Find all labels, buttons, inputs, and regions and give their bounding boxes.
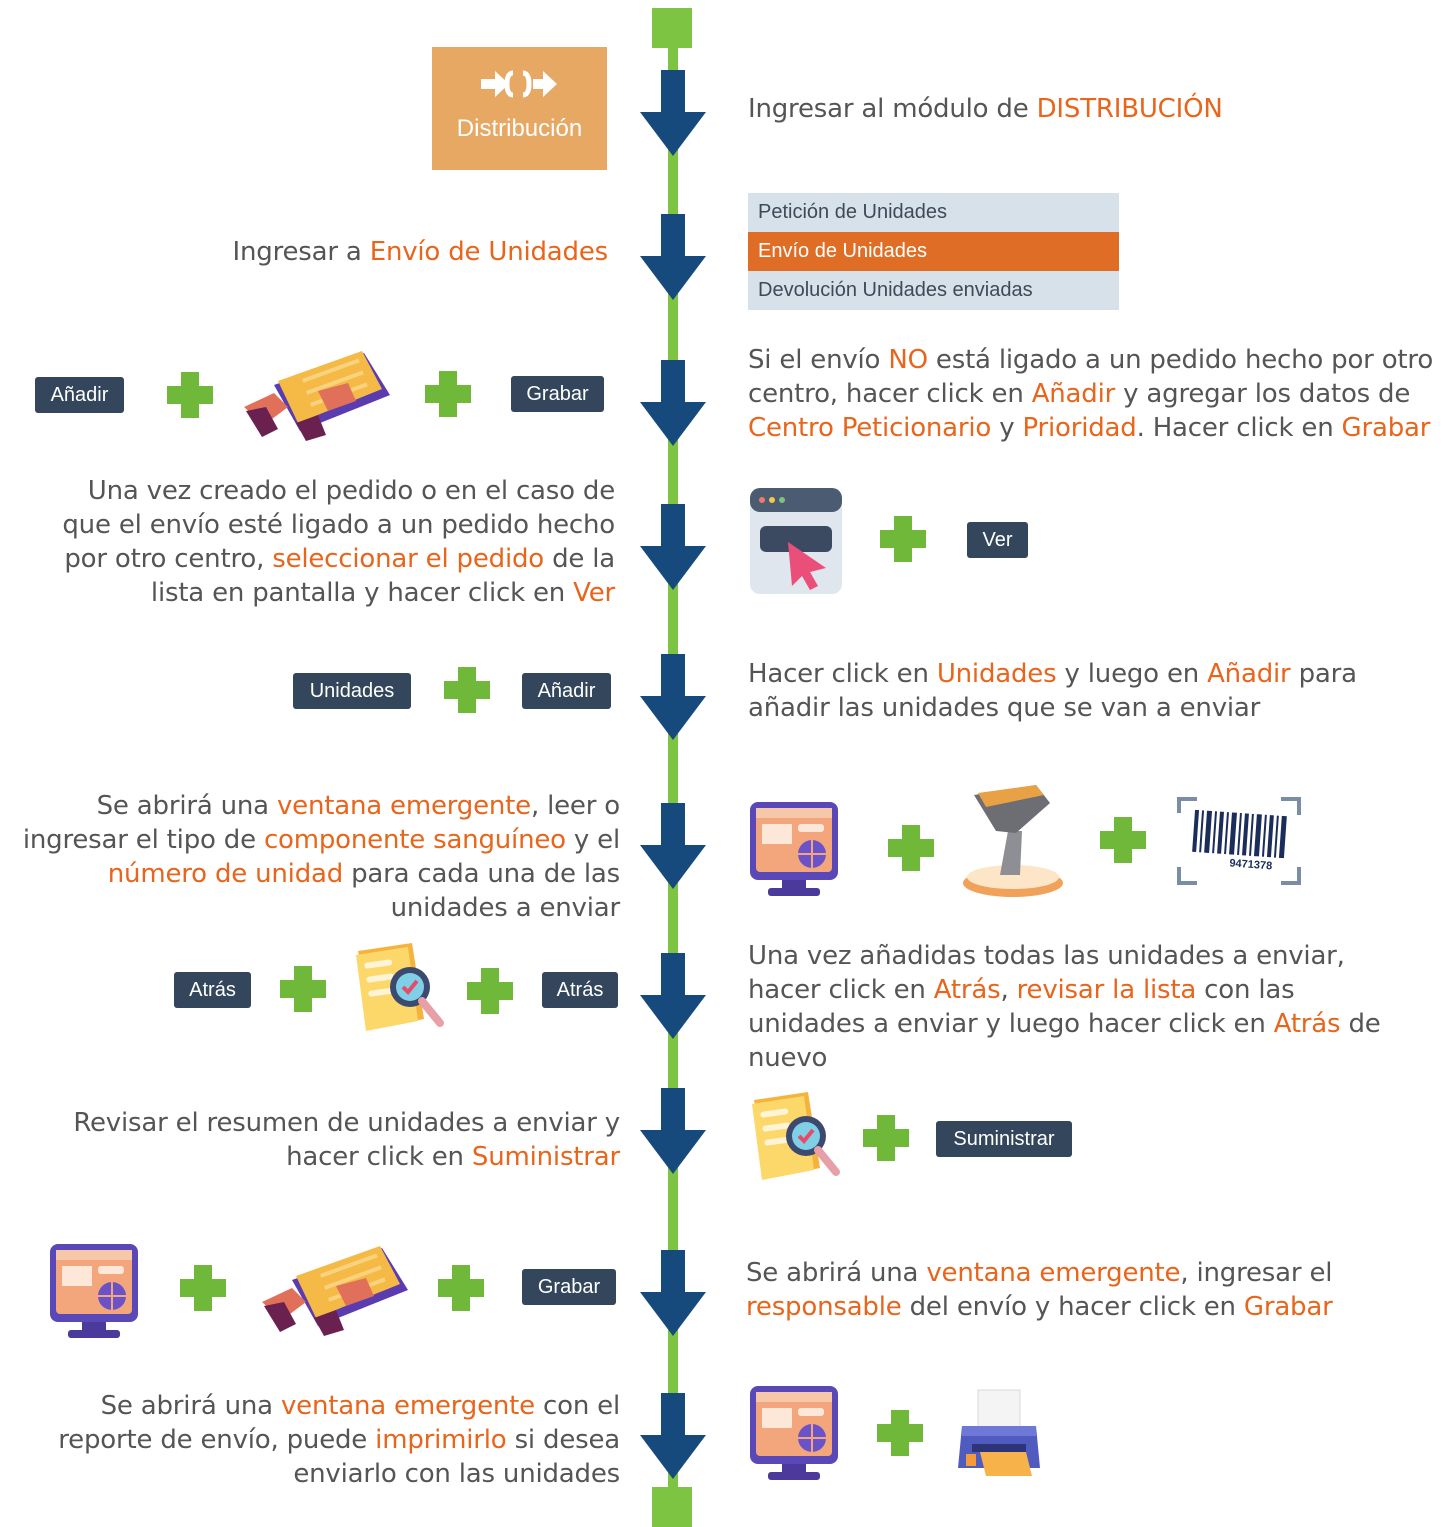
step-7-text: Una vez añadidas todas las unidades a en… bbox=[748, 941, 1381, 1073]
keyboard-typing-icon bbox=[244, 351, 390, 441]
step-9-text: Se abrirá una ventana emergente, ingresa… bbox=[746, 1258, 1333, 1322]
end-marker bbox=[652, 1487, 692, 1527]
grabar-button[interactable]: Grabar bbox=[522, 1269, 616, 1305]
plus-icon bbox=[467, 968, 513, 1014]
grabar-button[interactable]: Grabar bbox=[511, 376, 604, 412]
plus-icon bbox=[167, 372, 213, 418]
down-arrow-icon bbox=[640, 1250, 706, 1336]
suministrar-button[interactable]: Suministrar bbox=[936, 1121, 1072, 1157]
start-marker bbox=[652, 8, 692, 48]
barcode-number: 9471378 bbox=[1229, 857, 1273, 872]
anadir-button[interactable]: Añadir bbox=[522, 673, 611, 709]
step-6-text: Se abrirá una ventana emergente, leer o … bbox=[22, 791, 620, 923]
plus-icon bbox=[880, 516, 926, 562]
down-arrow-icon bbox=[640, 1088, 706, 1174]
step-1-text: Ingresar al módulo de DISTRIBUCIÓN bbox=[748, 94, 1223, 124]
timeline-line bbox=[668, 30, 678, 1505]
review-list-icon bbox=[752, 1092, 840, 1180]
menu-item-envio[interactable]: Envío de Unidades bbox=[748, 232, 1119, 271]
popup-window-icon bbox=[750, 802, 838, 896]
plus-icon bbox=[863, 1115, 909, 1161]
distribution-module-tile[interactable]: Distribución bbox=[432, 47, 607, 170]
menu-item-peticion[interactable]: Petición de Unidades bbox=[748, 193, 1119, 232]
popup-window-icon bbox=[50, 1244, 138, 1338]
keyboard-typing-icon bbox=[262, 1246, 408, 1336]
step-5-text: Hacer click en Unidades y luego en Añadi… bbox=[748, 659, 1357, 723]
down-arrow-icon bbox=[640, 504, 706, 590]
plus-icon bbox=[877, 1410, 923, 1456]
plus-icon bbox=[888, 825, 934, 871]
plus-icon bbox=[425, 371, 471, 417]
plus-icon bbox=[180, 1265, 226, 1311]
module-tile-label: Distribución bbox=[456, 115, 583, 142]
atras-button[interactable]: Atrás bbox=[174, 972, 251, 1008]
step-10-text: Se abrirá una ventana emergente con el r… bbox=[58, 1391, 620, 1489]
ver-button[interactable]: Ver bbox=[967, 522, 1028, 558]
unidades-button[interactable]: Unidades bbox=[293, 673, 411, 709]
plus-icon bbox=[1100, 817, 1146, 863]
popup-window-icon bbox=[750, 1386, 838, 1480]
review-list-icon bbox=[356, 943, 444, 1031]
barcode-icon: 9471378 bbox=[1177, 797, 1301, 885]
step-3-text: Si el envío NO está ligado a un pedido h… bbox=[748, 345, 1434, 443]
down-arrow-icon bbox=[640, 1393, 706, 1479]
plus-icon bbox=[438, 1265, 484, 1311]
step-2-text: Ingresar a Envío de Unidades bbox=[232, 237, 609, 267]
down-arrow-icon bbox=[640, 803, 706, 889]
down-arrow-icon bbox=[640, 953, 706, 1039]
plus-icon bbox=[444, 667, 490, 713]
step-8-text: Revisar el resumen de unidades a enviar … bbox=[73, 1108, 620, 1172]
merge-arrows-icon bbox=[481, 70, 557, 98]
down-arrow-icon bbox=[640, 214, 706, 300]
barcode-scanner-icon bbox=[963, 785, 1063, 897]
down-arrow-icon bbox=[640, 654, 706, 740]
step-4-text: Una vez creado el pedido o en el caso de… bbox=[62, 476, 615, 608]
anadir-button[interactable]: Añadir bbox=[35, 377, 124, 413]
down-arrow-icon bbox=[640, 70, 706, 156]
menu-item-devolucion[interactable]: Devolución Unidades enviadas bbox=[748, 271, 1119, 310]
printer-icon bbox=[958, 1389, 1040, 1476]
click-window-icon bbox=[750, 488, 842, 594]
atras-button[interactable]: Atrás bbox=[542, 972, 618, 1008]
down-arrow-icon bbox=[640, 360, 706, 446]
plus-icon bbox=[280, 966, 326, 1012]
